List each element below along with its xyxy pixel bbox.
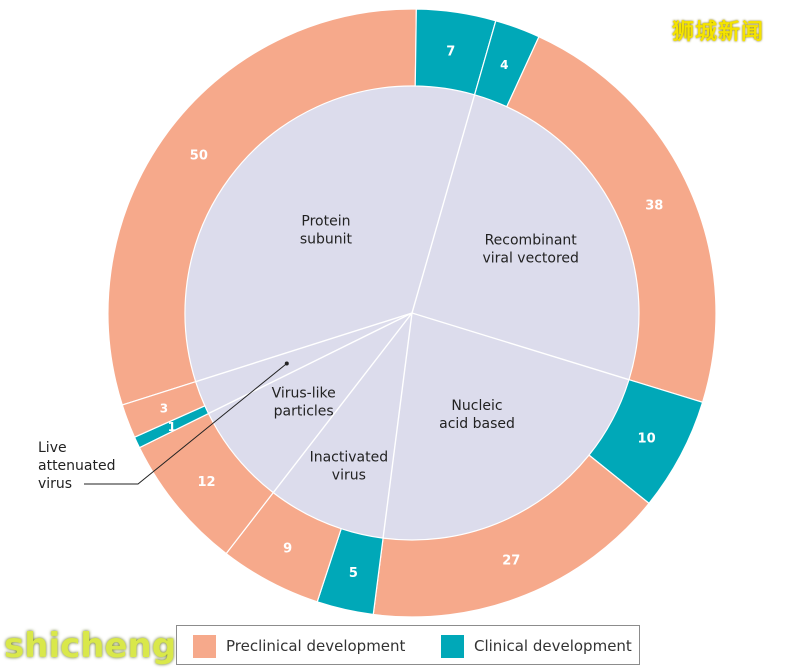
ring-value-live-attenuated-virus-clinical: 1 [168,420,176,434]
legend: Preclinical development Clinical develop… [176,625,640,665]
ring-segment-protein-subunit-preclinical [107,8,417,406]
ring-value-nucleic-acid-based-clinical: 10 [638,431,656,446]
ring-value-recombinant-viral-vectored-preclinical: 38 [645,199,663,214]
legend-item-preclinical: Preclinical development [193,634,405,658]
legend-label-preclinical: Preclinical development [226,637,406,655]
divider-3 [382,312,413,539]
legend-label-clinical: Clinical development [474,637,632,655]
divider-4 [272,312,413,494]
ring-value-nucleic-acid-based-preclinical: 27 [502,553,520,568]
watermark-top: 狮城新闻 [672,20,765,45]
ring-value-virus-like-particles-preclinical: 12 [198,475,216,490]
divider-2 [411,312,630,381]
ring-value-live-attenuated-virus-preclinical: 3 [160,402,168,416]
divider-1 [411,94,476,314]
legend-swatch-preclinical [193,634,216,658]
ring-segment-live-attenuated-virus-preclinical [121,380,206,439]
legend-swatch-clinical [441,634,464,658]
ring-value-recombinant-viral-vectored-clinical: 4 [500,58,508,72]
legend-item-clinical: Clinical development [441,634,632,658]
divider-5 [208,312,413,415]
ring-value-protein-subunit-preclinical: 50 [190,149,208,164]
ring-value-inactivated-virus-preclinical: 9 [283,542,292,557]
leader-line [84,363,288,485]
divider-0 [195,312,413,383]
ring-value-inactivated-virus-clinical: 5 [349,566,358,581]
ring-value-protein-subunit-clinical: 7 [446,44,455,59]
